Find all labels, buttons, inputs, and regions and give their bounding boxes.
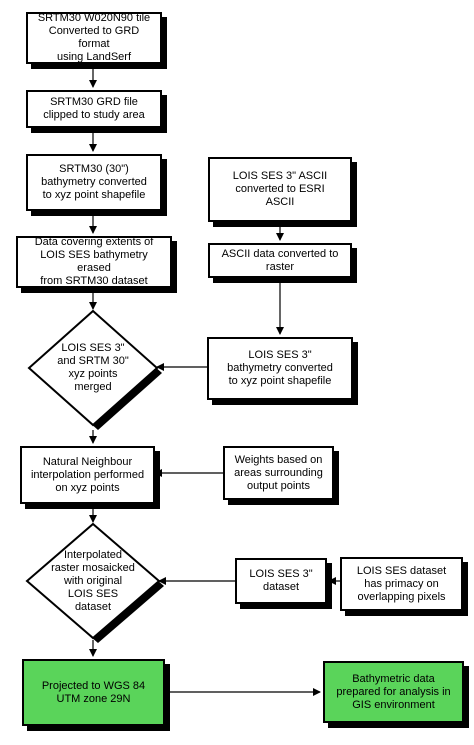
step-ascii-to-raster: ASCII data converted to raster [208, 243, 352, 278]
step-srtm-to-xyz: SRTM30 (30") bathymetry converted to xyz… [26, 154, 162, 211]
step-convert-tile-to-grd: SRTM30 W020N90 tile Converted to GRD for… [26, 12, 162, 64]
decision-raster-mosaic-label: Interpolated raster mosaicked with origi… [51, 548, 135, 613]
step-lois-dataset-label: LOIS SES 3" dataset [249, 568, 313, 593]
step-project-wgs84: Projected to WGS 84 UTM zone 29N [22, 659, 165, 726]
step-interpolation-weights-label: Weights based on areas surrounding outpu… [234, 453, 323, 492]
step-clip-to-study-area: SRTM30 GRD file clipped to study area [26, 90, 162, 128]
step-lois-to-xyz: LOIS SES 3" bathymetry converted to xyz … [207, 337, 353, 400]
step-convert-tile-to-grd-label: SRTM30 W020N90 tile Converted to GRD for… [37, 12, 151, 63]
step-clip-to-study-area-label: SRTM30 GRD file clipped to study area [43, 96, 145, 121]
diamond-mosaic-shape [25, 522, 161, 640]
step-bathymetric-data-prepared-label: Bathymetric data prepared for analysis i… [336, 672, 451, 711]
decision-raster-mosaic: Interpolated raster mosaicked with origi… [43, 545, 143, 617]
step-srtm-to-xyz-label: SRTM30 (30") bathymetry converted to xyz… [41, 163, 147, 201]
step-project-wgs84-label: Projected to WGS 84 UTM zone 29N [41, 679, 146, 705]
step-erase-lois-extents: Data covering extents of LOIS SES bathym… [16, 236, 172, 288]
step-natural-neighbour: Natural Neighbour interpolation performe… [20, 446, 155, 504]
step-natural-neighbour-label: Natural Neighbour interpolation performe… [30, 455, 145, 494]
step-lois-dataset: LOIS SES 3" dataset [235, 558, 327, 604]
step-interpolation-weights: Weights based on areas surrounding outpu… [223, 446, 334, 500]
step-lois-primacy: LOIS SES dataset has primacy on overlapp… [340, 557, 463, 611]
step-ascii-to-raster-label: ASCII data converted to raster [221, 247, 339, 273]
step-lois-ascii-convert-label: LOIS SES 3" ASCII converted to ESRI ASCI… [232, 170, 328, 208]
step-lois-primacy-label: LOIS SES dataset has primacy on overlapp… [356, 564, 447, 603]
diamond-merge-shape [27, 309, 159, 427]
decision-merge-points: LOIS SES 3" and SRTM 30" xyz points merg… [43, 333, 143, 403]
step-lois-to-xyz-label: LOIS SES 3" bathymetry converted to xyz … [227, 349, 333, 387]
step-lois-ascii-convert: LOIS SES 3" ASCII converted to ESRI ASCI… [208, 157, 352, 222]
step-bathymetric-data-prepared: Bathymetric data prepared for analysis i… [323, 661, 464, 723]
step-erase-lois-extents-label: Data covering extents of LOIS SES bathym… [34, 236, 154, 287]
decision-merge-points-label: LOIS SES 3" and SRTM 30" xyz points merg… [57, 342, 129, 393]
